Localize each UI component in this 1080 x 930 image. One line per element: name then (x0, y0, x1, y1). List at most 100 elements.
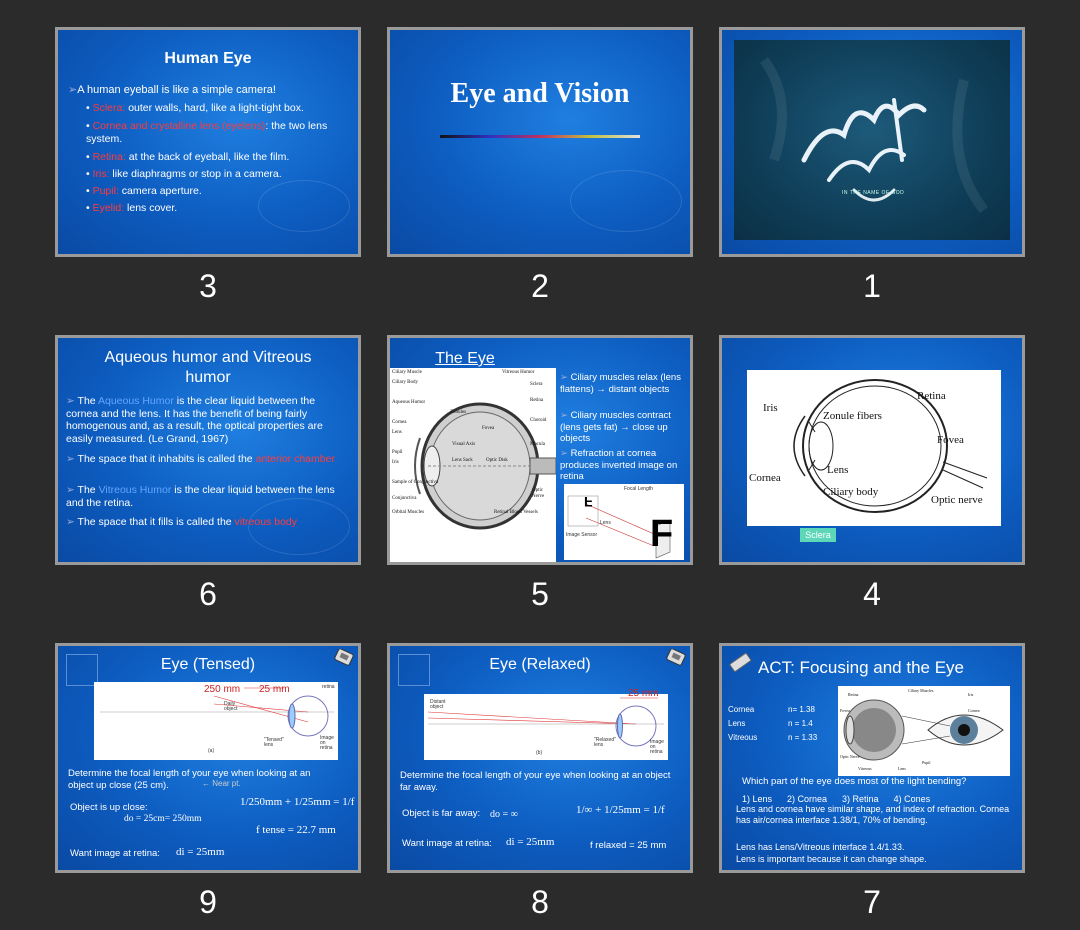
slide-number: 6 (199, 576, 217, 612)
diagram-label: Visual Axis (452, 442, 476, 447)
slide-question: Determine the focal length of your eye w… (400, 770, 671, 793)
image-sensor-label: Image Sensor (566, 532, 598, 538)
diagram-label: Cornea (968, 708, 980, 713)
answer-explanation: Lens is important because it can change … (736, 854, 927, 864)
diagram-label: (b) (536, 750, 543, 756)
slide-bullet: • Sclera: outer walls, hard, like a ligh… (86, 102, 304, 114)
slide-thumbnail-5[interactable]: The Eye Ciliary Muscle Ciliary Body Aque… (387, 335, 693, 565)
slide-thumbnail-3[interactable]: Human Eye ➢A human eyeball is like a sim… (55, 27, 361, 257)
slide-title: Eye and Vision (450, 78, 630, 109)
slide-text: Object is up close: (70, 802, 148, 813)
label-cornea: Cornea (749, 472, 781, 484)
slide-title: Eye (Relaxed) (489, 656, 591, 673)
lens-equation: 1/∞ + 1/25mm = 1/f (576, 804, 665, 816)
diagram-label: Pupil (922, 760, 931, 765)
slide-number: 1 (863, 268, 881, 304)
slide-text: di = 25mm (506, 836, 555, 848)
answer-explanation: Lens has Lens/Vitreous interface 1.4/1.3… (736, 842, 905, 852)
slide-thumbnail-9[interactable]: Eye (Tensed) 250 mm 25 mm Daily object "… (55, 643, 361, 873)
slide-title: Eye (Tensed) (160, 656, 256, 673)
camera-projection-diagram: F F Focal Length Lens Image Sensor (564, 484, 684, 560)
slide-bullet: ➢ Ciliary muscles contract (lens gets fa… (560, 410, 671, 444)
slide-paragraph: ➢ The Vitreous Humor is the clear liquid… (66, 484, 335, 509)
diagram-label: Iris (968, 692, 974, 697)
diagram-label: Sclera (530, 382, 543, 387)
slide-number: 8 (531, 884, 549, 920)
slide-thumbnail-8[interactable]: Eye (Relaxed) 25 mm Distant object "Rela… (387, 643, 693, 873)
slide-thumbnail-2[interactable]: Eye and Vision (387, 27, 693, 257)
slide-bullet: • Iris: like diaphragms or stop in a cam… (86, 168, 282, 180)
sticker-icon (666, 648, 688, 667)
diagram-label: Iris (392, 460, 399, 465)
diagram-label: Ciliary Body (392, 380, 418, 385)
diagram-label: Optic Nerve (532, 488, 545, 499)
tensed-ray-diagram: 250 mm 25 mm Daily object "Tensed" lens … (94, 682, 338, 760)
diagram-label: Lens (898, 766, 906, 771)
distance-label: 250 mm (204, 684, 241, 695)
answer-explanation: Lens and cornea have similar shape, and … (736, 804, 1010, 825)
slide-thumbnail-6[interactable]: Aqueous humor and Vitreous humor ➢ The A… (55, 335, 361, 565)
eye-anatomy-diagram: Ciliary Muscle Ciliary Body Aqueous Humo… (390, 368, 557, 562)
slide-lead-text: ➢A human eyeball is like a simple camera… (68, 84, 276, 96)
slide-thumbnail-4[interactable]: Retina Iris Zonule fibers Fovea Lens Cor… (719, 335, 1025, 565)
diagram-label: Image on retina (650, 739, 664, 755)
label-optic-nerve: Optic nerve (931, 494, 983, 506)
medium-name: Lens (728, 719, 746, 728)
slide-bullet: • Pupil: camera aperture. (86, 185, 202, 197)
diagram-label: Orbital Muscles (392, 510, 425, 515)
slide-title: ACT: Focusing and the Eye (758, 658, 965, 677)
diagram-label: "Relaxed" lens (594, 737, 616, 748)
diagram-label: Optic Nerve (840, 754, 860, 759)
ripple-decoration (570, 170, 682, 232)
lens-equation: 1/250mm + 1/25mm = 1/f (240, 796, 355, 808)
slide-number: 5 (531, 576, 549, 612)
slide-paragraph: ➢ The Aqueous Humor is the clear liquid … (66, 395, 323, 445)
sticker-icon (334, 648, 356, 667)
diagram-label: Ciliary Muscle (392, 370, 422, 375)
calligraphy-caption: IN THE NAME OF GOD (842, 190, 905, 196)
slide-number: 9 (199, 884, 217, 920)
slide-text: Want image at retina: (70, 848, 160, 859)
slide-bullet: • Eyelid: lens cover. (86, 202, 178, 214)
diagram-label: Lens Sack (452, 458, 473, 463)
diagram-label: Sample of Conjunctiva (392, 480, 439, 485)
lens-label: Lens (600, 520, 611, 526)
label-lens: Lens (827, 464, 849, 476)
diagram-label: retina (322, 684, 335, 690)
label-sclera: Sclera (800, 528, 836, 542)
slide-title: The Eye (435, 350, 495, 367)
eye-cross-section-diagram: Retina Iris Zonule fibers Fovea Lens Cor… (747, 370, 1001, 526)
diagram-label: Macula (530, 442, 545, 447)
slide-thumbnail-1[interactable]: IN THE NAME OF GOD (719, 27, 1025, 257)
diagram-label: Pupil (392, 450, 403, 455)
slide-number: 2 (531, 268, 549, 304)
calligraphy-image: IN THE NAME OF GOD (734, 40, 1010, 240)
slide-question: Which part of the eye does most of the l… (742, 776, 967, 787)
slide-bullet: ➢ Ciliary muscles relax (lens flattens) … (560, 372, 681, 395)
answer-options: 1) Lens 2) Cornea 3) Retina 4) Cones (742, 794, 931, 804)
focal-length-label: Focal Length (624, 486, 653, 492)
diagram-label: Retina (530, 398, 544, 403)
refractive-index: n= 1.38 (788, 705, 815, 714)
placeholder-square (66, 654, 98, 686)
slide-thumbnail-7[interactable]: ACT: Focusing and the Eye Cornea n= 1.38… (719, 643, 1025, 873)
ripple-decoration (248, 498, 350, 555)
label-fovea: Fovea (937, 434, 964, 446)
diagram-label: Daily object (224, 701, 238, 712)
diagram-label: (a) (208, 748, 215, 754)
diagram-label: Fovea (840, 708, 850, 713)
placeholder-square (398, 654, 430, 686)
focal-length-result: f relaxed = 25 mm (590, 840, 667, 851)
diagram-label: Vitreous Humor (502, 370, 535, 375)
diagram-label: Aqueous Humor (392, 400, 426, 405)
diagram-label: "Tensed" lens (264, 737, 284, 748)
refractive-index: n = 1.4 (788, 719, 813, 728)
slide-number: 4 (863, 576, 881, 612)
distance-label: 25 mm (259, 684, 290, 695)
diagram-label: Vitreous (858, 766, 872, 771)
diagram-label: Retinal Blood Vessels (494, 510, 538, 515)
diagram-label: Zonules (450, 410, 467, 415)
slide-question: Determine the focal length of your eye w… (68, 768, 311, 791)
label-ciliary-body: Ciliary body (823, 486, 879, 498)
projected-letter: F (650, 513, 674, 555)
